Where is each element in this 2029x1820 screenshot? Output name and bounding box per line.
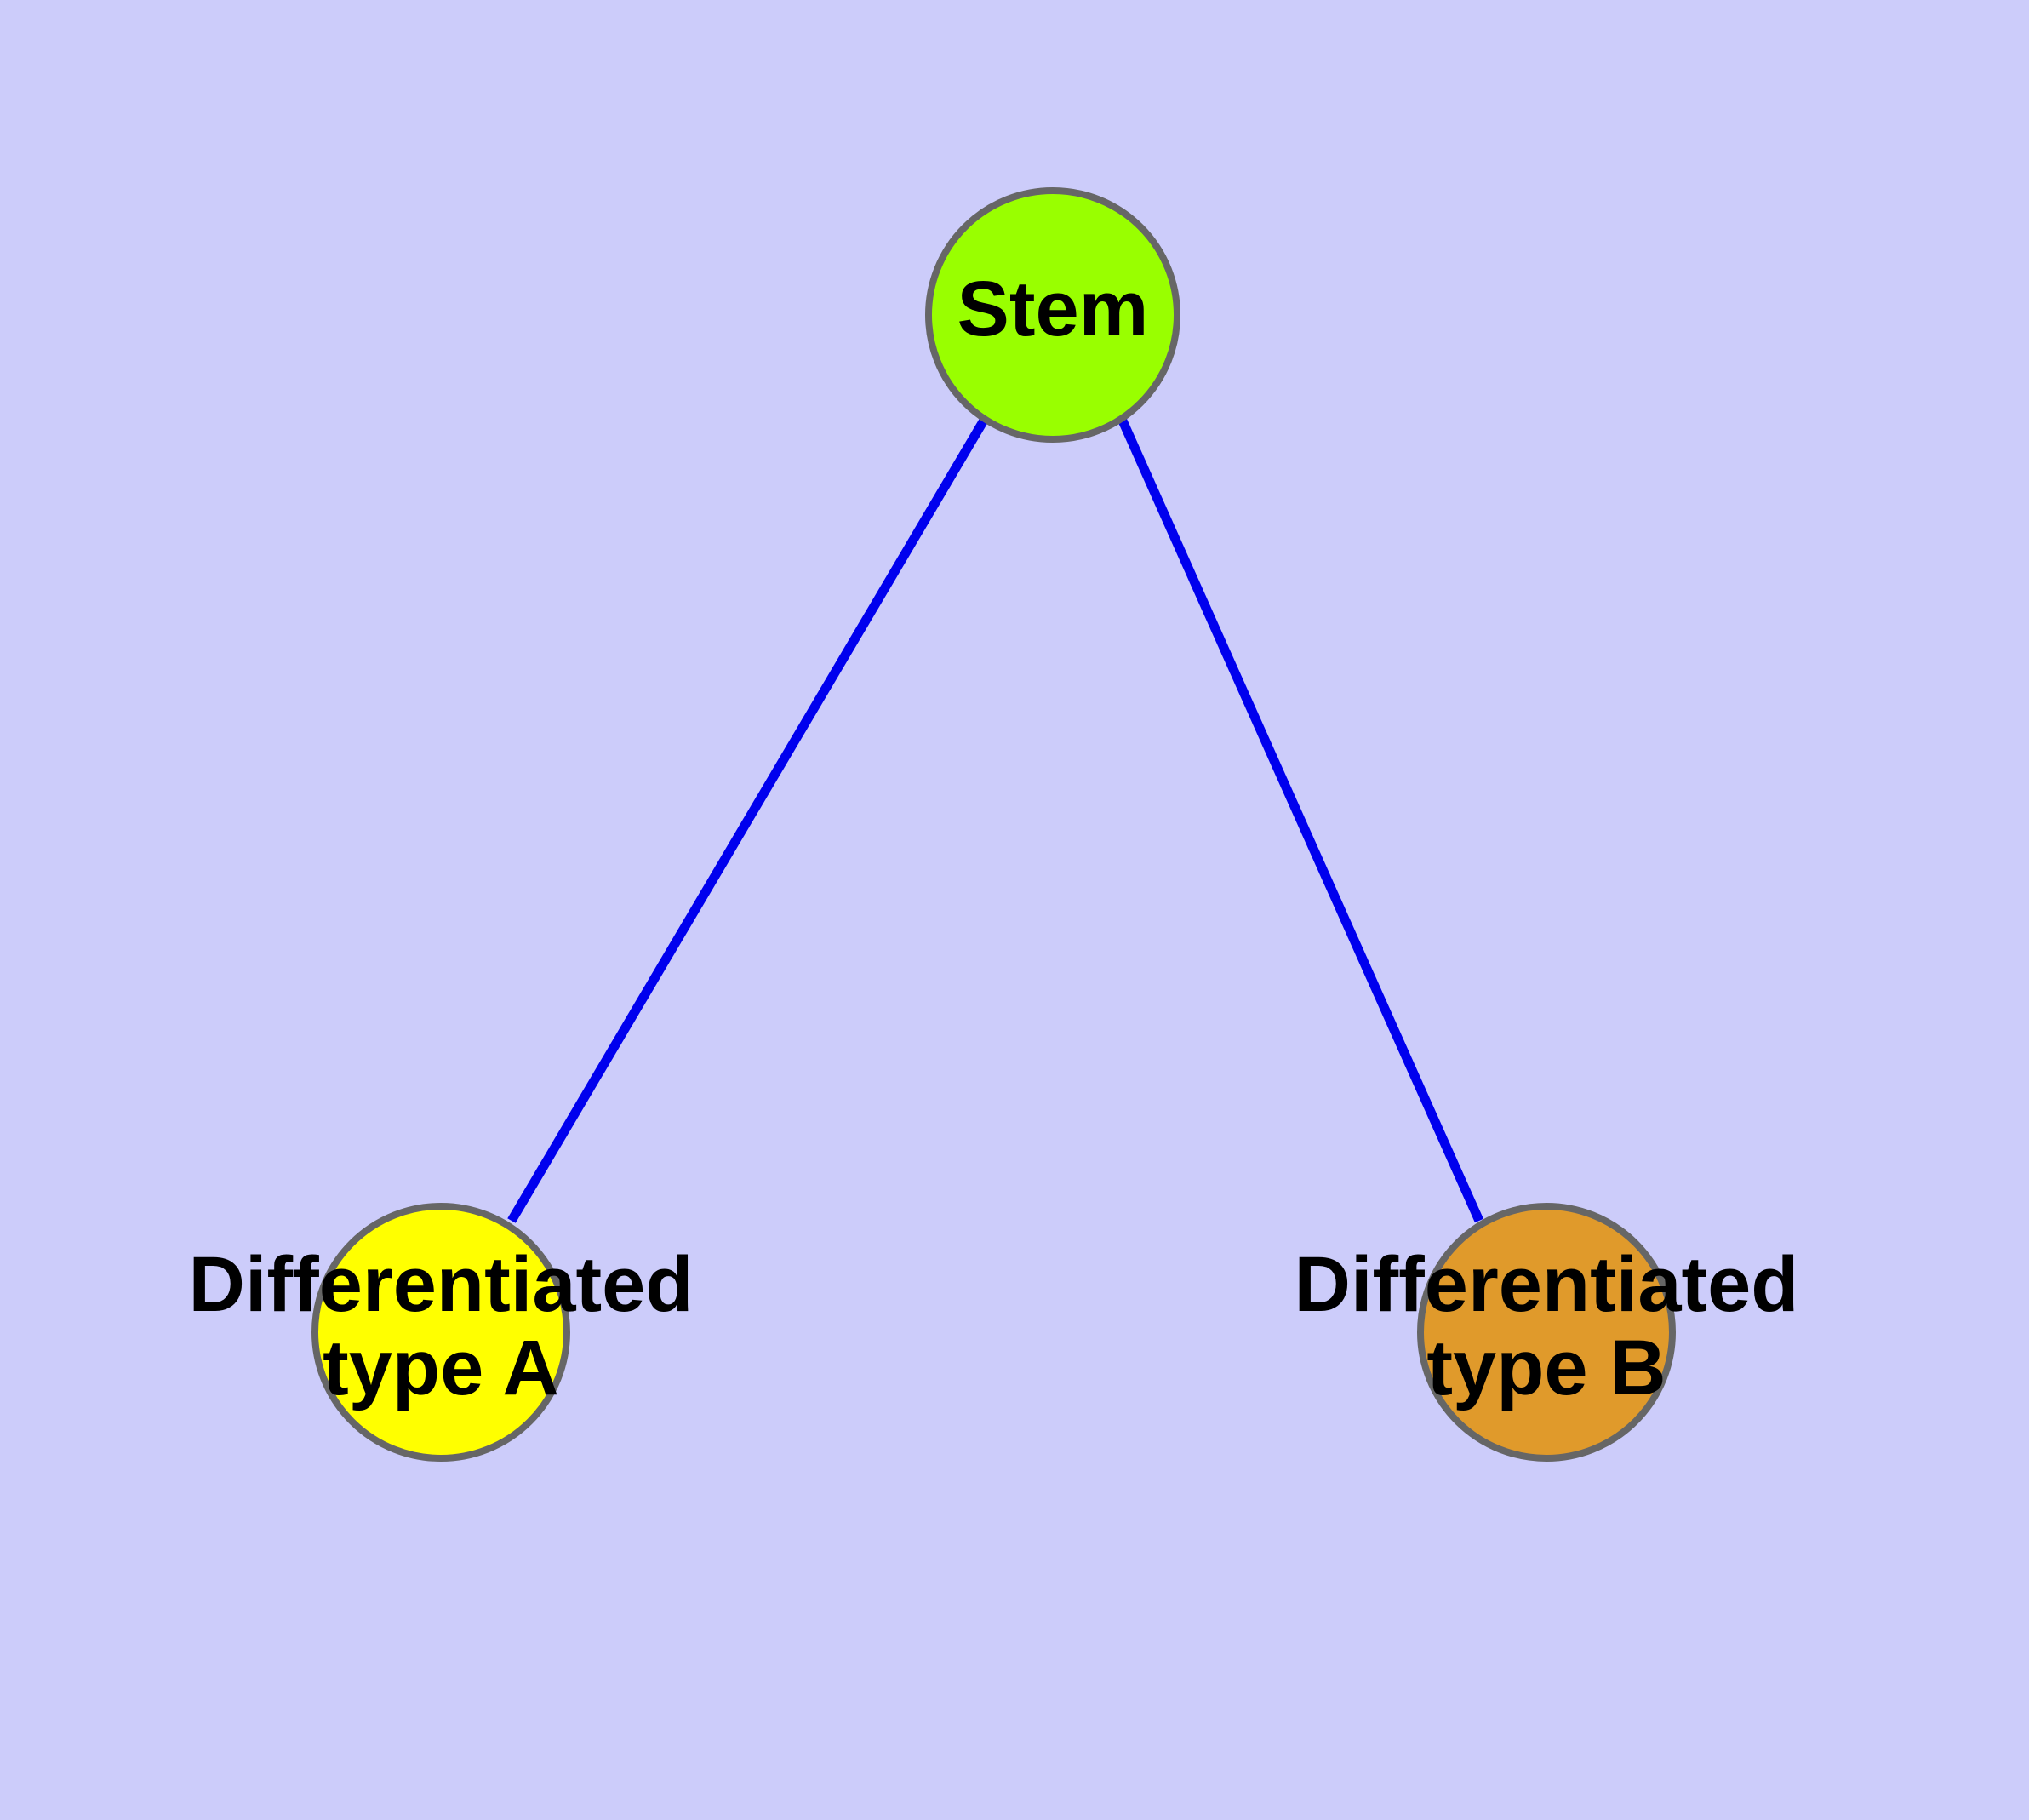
node-differentiated-type-a-circle[interactable]	[311, 1203, 570, 1462]
edge-stem-to-type-a[interactable]	[507, 416, 989, 1223]
edges-layer	[507, 416, 1484, 1223]
node-differentiated-type-b-label-line-1: Differentiated	[1295, 1242, 1799, 1329]
edge-stem-to-type-b[interactable]	[1117, 416, 1484, 1223]
node-stem-label-line-1: Stem	[957, 266, 1149, 352]
node-stem-circle[interactable]	[925, 187, 1180, 443]
node-differentiated-type-a-label-line-2: type A	[323, 1325, 559, 1411]
node-differentiated-type-a-label-line-1: Differentiated	[189, 1242, 694, 1329]
node-stem[interactable]: Stem	[925, 187, 1180, 443]
node-differentiated-type-b-label-line-2: type B	[1426, 1325, 1666, 1411]
node-differentiated-type-b-circle[interactable]	[1417, 1203, 1676, 1462]
node-stem-label: Stem	[957, 266, 1149, 352]
